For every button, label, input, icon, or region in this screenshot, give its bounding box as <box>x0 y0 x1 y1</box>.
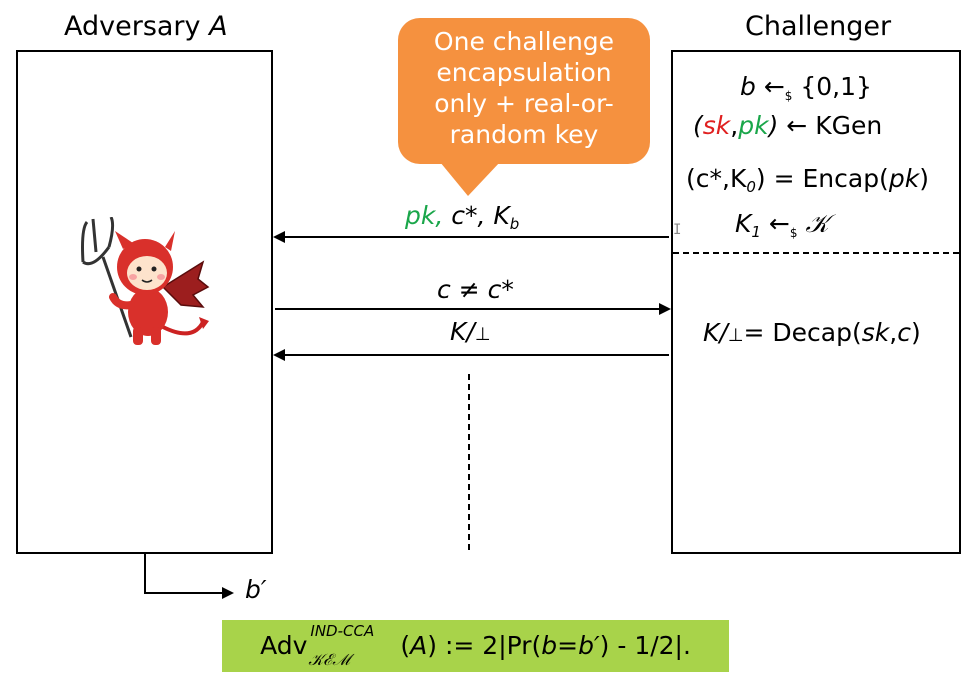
var-a: A <box>410 631 428 660</box>
continuation-dashes <box>468 374 470 550</box>
adversary-title: Adversary A <box>64 12 228 42</box>
step-sample-k1: K1 ←$ 𝒦 <box>735 209 829 248</box>
callout-line-3: only + real-or- <box>434 89 614 118</box>
bottom-symbol: ⊥ <box>474 324 491 345</box>
sub-1: 1 <box>751 223 761 241</box>
arrow-symbol: ← <box>760 209 790 238</box>
dollar-symbol: $ <box>789 226 798 240</box>
comma: , <box>730 111 739 140</box>
output-label: b′ <box>245 575 267 604</box>
paren-open: ( <box>400 631 411 660</box>
step-decap: K/⊥= Decap(sk,c) <box>703 318 921 351</box>
output-arrow <box>144 587 234 599</box>
message-decap-query: c ≠ c* <box>437 275 514 304</box>
paren-close: ) <box>919 164 929 193</box>
challenger-divider <box>673 252 959 254</box>
comma: , <box>889 318 898 347</box>
equals: = <box>557 631 579 660</box>
arrow-symbol: ← <box>755 72 785 101</box>
message-pk-ciphertext-key: pk, c*, Kb <box>405 202 519 238</box>
sub-0: 0 <box>746 178 756 196</box>
adversary-title-var: A <box>209 11 228 42</box>
callout-line-2: encapsulation <box>436 58 612 87</box>
var-pk: pk <box>888 164 920 193</box>
var-c: c <box>897 318 911 347</box>
adv-formula-end: ) - 1/2|. <box>599 631 691 660</box>
message-decap-response: K/⊥ <box>450 318 491 349</box>
output-line-vertical <box>144 554 146 592</box>
step-encap: (c*,K0) = Encap(pk) <box>686 164 929 202</box>
var-b: b <box>740 72 756 101</box>
var-k: K/ <box>703 318 728 347</box>
ciphertext-key: c*, K <box>443 201 510 230</box>
var-k: K/ <box>450 317 475 346</box>
arrow-to-adversary-2 <box>273 349 669 361</box>
var-pk: pk, <box>405 201 444 230</box>
devil-icon <box>81 217 210 345</box>
dollar-symbol: $ <box>784 89 793 103</box>
adversary-title-text: Adversary <box>64 11 210 42</box>
c-k-text: (c*,K <box>686 164 747 193</box>
adv-superscript: IND-CCA <box>310 622 375 640</box>
challenger-panel <box>671 50 961 554</box>
var-sk: sk <box>861 318 890 347</box>
step-kgen: (sk,pk) ← KGen <box>693 111 882 141</box>
decap-text: = Decap( <box>743 318 862 347</box>
callout-bubble: One challenge encapsulation only + real-… <box>398 18 650 164</box>
kgen-text: ← KGen <box>778 111 883 140</box>
callout-pointer <box>440 162 500 196</box>
keyspace: 𝒦 <box>797 209 829 238</box>
var-pk: pk <box>738 111 769 140</box>
callout-line-1: One challenge <box>433 27 615 56</box>
adv-subscript: 𝒦ℰℳ <box>308 650 351 669</box>
adv-formula-mid: ) := 2|Pr( <box>427 631 542 660</box>
var-b: b <box>541 631 558 660</box>
sub-b: b <box>509 215 520 233</box>
callout-line-4: random key <box>449 120 599 149</box>
var-k: K <box>735 209 752 238</box>
arrow-to-challenger <box>275 303 671 315</box>
set-01: {0,1} <box>792 72 872 101</box>
bottom-symbol: ⊥ <box>727 325 744 346</box>
paren-close: ) <box>910 318 921 347</box>
var-sk: sk <box>702 111 731 140</box>
adv-text: Adv <box>260 631 308 660</box>
challenger-title: Challenger <box>745 11 892 42</box>
encap-text: ) = Encap( <box>755 164 889 193</box>
adversary-panel <box>16 50 273 554</box>
arrow-to-adversary-1 <box>273 231 669 243</box>
paren-open: ( <box>693 111 703 140</box>
paren-close: ) <box>768 111 779 140</box>
var-b-prime: b′ <box>578 631 600 660</box>
adv-scripts: IND-CCA 𝒦ℰℳ <box>308 623 400 669</box>
step-sample-b: b ←$ {0,1} <box>740 72 872 111</box>
cursor-icon: I <box>673 222 682 238</box>
